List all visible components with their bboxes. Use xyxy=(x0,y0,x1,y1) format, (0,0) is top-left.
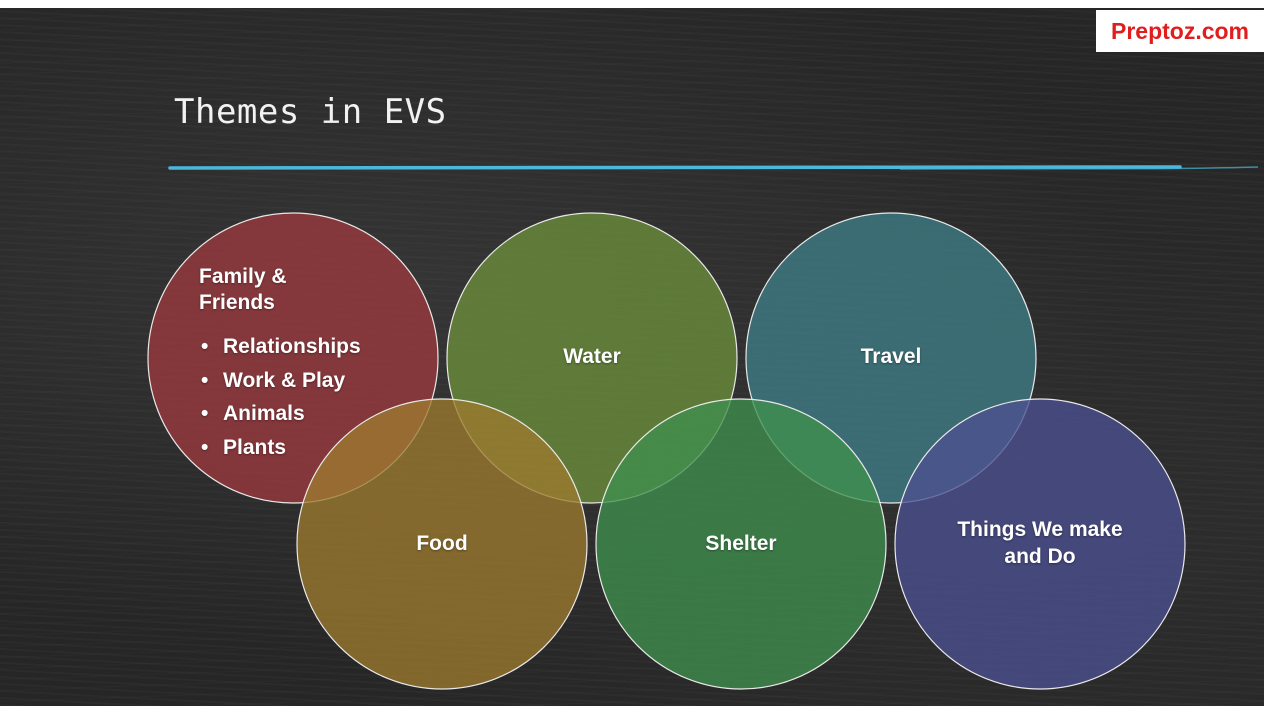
circle-shelter xyxy=(595,398,887,690)
family-friends-list: Relationships Work & Play Animals Plants xyxy=(199,330,409,464)
label-shelter: Shelter xyxy=(705,532,777,555)
family-friends-heading: Family & Friends xyxy=(199,265,287,314)
top-edge xyxy=(0,0,1264,8)
list-item-work-play: Work & Play xyxy=(199,364,409,398)
label-travel: Travel xyxy=(860,345,922,368)
list-item-relationships: Relationships xyxy=(199,330,409,364)
brand-watermark: Preptoz.com xyxy=(1096,10,1264,52)
label-food: Food xyxy=(416,532,468,555)
label-water: Water xyxy=(563,345,621,368)
circle-food xyxy=(296,398,588,690)
slide-title: Themes in EVS xyxy=(174,92,447,132)
circle-things xyxy=(894,398,1186,690)
list-item-animals: Animals xyxy=(199,397,409,431)
family-friends-block: Family & Friends Relationships Work & Pl… xyxy=(199,264,409,464)
bottom-edge xyxy=(0,706,1264,713)
list-item-plants: Plants xyxy=(199,431,409,465)
label-things: Things We make and Do xyxy=(957,518,1123,568)
